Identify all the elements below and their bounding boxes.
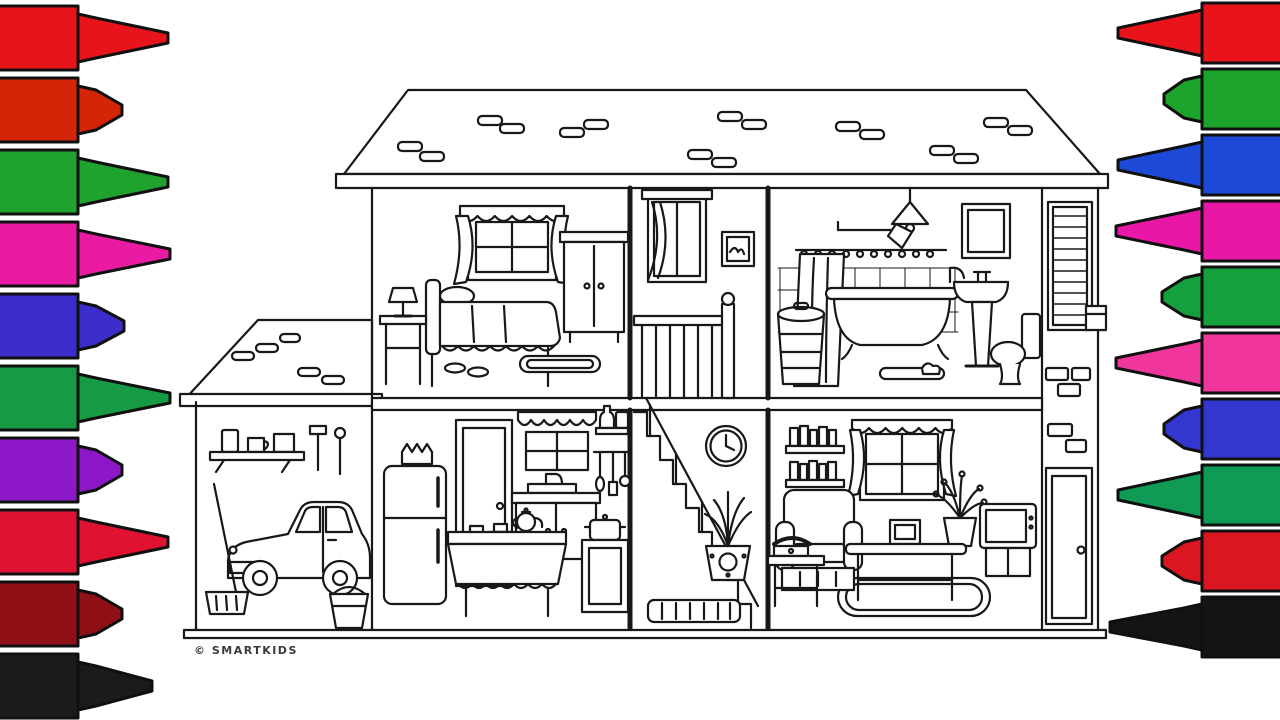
marker-icon: [0, 292, 126, 360]
tv-set: [978, 502, 1038, 578]
roof-shingles: [396, 110, 1034, 169]
book-shelves: [784, 424, 846, 489]
wardrobe: [558, 230, 630, 344]
shower-head: [836, 220, 914, 250]
staircase-hall: [632, 396, 760, 630]
marker-icon: [0, 508, 170, 576]
living-rug: [836, 576, 992, 618]
marker-icon: [1160, 529, 1280, 593]
ceiling-lamp: [890, 186, 930, 234]
marker-icon: [1162, 67, 1280, 131]
nightstand: [378, 314, 428, 386]
kitchen-window-awning: [516, 410, 598, 472]
slippers: [443, 362, 490, 378]
hanging-utensils: [592, 450, 632, 497]
exterior-wall: [1044, 200, 1108, 626]
car: [226, 500, 372, 597]
table-lamp: [387, 286, 419, 318]
bricks: [1044, 366, 1092, 454]
bedroom: [378, 204, 630, 388]
marker-icon: [1108, 595, 1280, 659]
living-room: [766, 418, 1038, 618]
wall-tools: [308, 424, 347, 476]
fridge: [382, 442, 448, 606]
shuttered-window: [1046, 200, 1108, 332]
marker-icon: [0, 580, 124, 648]
main-roof: [334, 88, 1110, 190]
marker-icon: [0, 220, 172, 288]
living-window: [846, 418, 958, 502]
picture-frame: [720, 230, 756, 268]
stair-railing-top: [632, 291, 736, 400]
bathroom: [776, 186, 1042, 388]
marker-icon: [0, 652, 154, 720]
right-markers: [1108, 1, 1280, 659]
pedestal-sink: [952, 270, 1010, 368]
marker-icon: [1114, 199, 1280, 263]
garage-roof: [178, 318, 384, 408]
kitchen: [382, 404, 632, 618]
house-drawing: [178, 88, 1110, 640]
marker-icon: [1116, 133, 1280, 197]
garage-shingles: [230, 332, 346, 386]
toilet: [989, 312, 1042, 386]
coffee-table: [844, 518, 968, 602]
rubber-duck-icon: [920, 362, 941, 376]
tall-plant: [932, 470, 988, 548]
bedroom-window: [452, 204, 572, 286]
marker-icon: [1116, 463, 1280, 527]
laundry-basket: [776, 301, 826, 386]
upstairs-hall: [632, 188, 756, 400]
bathtub: [824, 266, 966, 361]
left-markers: [0, 4, 172, 720]
stove-cabinet: [580, 513, 630, 614]
marker-icon: [1160, 265, 1280, 329]
marker-icon: [0, 76, 124, 144]
marker-icon: [0, 436, 124, 504]
mirror-cabinet: [960, 202, 1012, 260]
marker-icon: [0, 364, 172, 432]
marker-icon: [0, 4, 170, 72]
marker-icon: [1116, 1, 1280, 65]
marker-icon: [1114, 331, 1280, 395]
kitchen-shelf: [594, 404, 630, 436]
wall-clock: [704, 424, 748, 468]
bucket: [328, 585, 370, 630]
marker-icon: [1162, 397, 1280, 461]
marker-icon: [0, 148, 170, 216]
phone-table: [766, 536, 826, 608]
kitchen-table: [446, 507, 568, 618]
bedroom-rug: [518, 354, 602, 374]
walls-floors: [182, 185, 1108, 640]
garage-shelf: [208, 428, 306, 474]
garage: [204, 424, 372, 630]
broom: [204, 482, 250, 616]
door-mat: [646, 598, 742, 624]
watermark: © SMARTKIDS: [194, 644, 298, 657]
hall-window: [640, 188, 714, 284]
front-door: [1044, 466, 1094, 626]
potted-plant: [703, 490, 753, 582]
